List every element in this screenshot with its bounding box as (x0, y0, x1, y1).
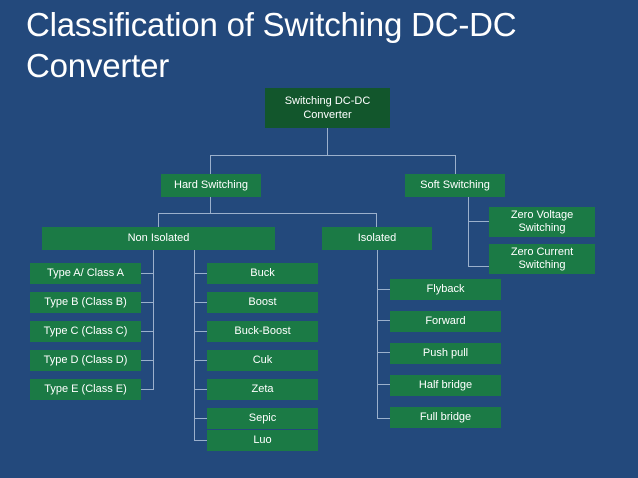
node-forward[interactable]: Forward (390, 311, 501, 332)
connector-hard-switching-stem (210, 197, 211, 213)
connector-zero-voltage-switching (468, 221, 489, 222)
node-hard-switching[interactable]: Hard Switching (161, 174, 261, 197)
connector-luo (194, 440, 207, 441)
node-isolated[interactable]: Isolated (322, 227, 432, 250)
node-luo[interactable]: Luo (207, 430, 318, 451)
node-type-b-class-b[interactable]: Type B (Class B) (30, 292, 141, 313)
page-title: Classification of Switching DC-DC Conver… (26, 6, 517, 84)
connector-zero-current-switching (468, 266, 489, 267)
connector-root-stem (327, 128, 328, 155)
connector-sepic (194, 418, 207, 419)
node-buck-boost[interactable]: Buck-Boost (207, 321, 318, 342)
node-soft-switching[interactable]: Soft Switching (405, 174, 505, 197)
node-boost[interactable]: Boost (207, 292, 318, 313)
connector-buck-boost (194, 331, 207, 332)
connector-boost (194, 302, 207, 303)
node-full-bridge[interactable]: Full bridge (390, 407, 501, 428)
connector-classes-spine (153, 250, 154, 389)
connector-buck (194, 273, 207, 274)
connector-hard-switching-drop (210, 155, 211, 175)
node-cuk[interactable]: Cuk (207, 350, 318, 371)
node-type-a-class-a[interactable]: Type A/ Class A (30, 263, 141, 284)
node-push-pull[interactable]: Push pull (390, 343, 501, 364)
node-non-isolated[interactable]: Non Isolated (42, 227, 275, 250)
connector-cuk (194, 360, 207, 361)
connector-level1-bar (210, 155, 456, 156)
connector-non-isolated-drop (158, 213, 159, 227)
connector-forward (377, 320, 390, 321)
connector-half-bridge (377, 384, 390, 385)
connector-soft-switching-spine (468, 197, 469, 267)
node-type-c-class-c[interactable]: Type C (Class C) (30, 321, 141, 342)
connector-class-a (141, 273, 154, 274)
connector-class-e (141, 389, 154, 390)
connector-hard-children-bar (158, 213, 376, 214)
node-zero-current-switching[interactable]: Zero Current Switching (489, 244, 595, 274)
connector-class-b (141, 302, 154, 303)
node-switching-dc-dc-converter[interactable]: Switching DC-DC Converter (265, 88, 390, 128)
node-half-bridge[interactable]: Half bridge (390, 375, 501, 396)
connector-topologies-spine (194, 250, 195, 440)
connector-full-bridge (377, 418, 390, 419)
node-flyback[interactable]: Flyback (390, 279, 501, 300)
node-sepic[interactable]: Sepic (207, 408, 318, 429)
connector-flyback (377, 289, 390, 290)
connector-push-pull (377, 352, 390, 353)
connector-soft-switching-drop (455, 155, 456, 175)
node-zeta[interactable]: Zeta (207, 379, 318, 400)
connector-isolated-drop (376, 213, 377, 227)
node-buck[interactable]: Buck (207, 263, 318, 284)
node-zero-voltage-switching[interactable]: Zero Voltage Switching (489, 207, 595, 237)
connector-isolated-spine (377, 250, 378, 418)
connector-zeta (194, 389, 207, 390)
connector-class-c (141, 331, 154, 332)
node-type-d-class-d[interactable]: Type D (Class D) (30, 350, 141, 371)
connector-class-d (141, 360, 154, 361)
node-type-e-class-e[interactable]: Type E (Class E) (30, 379, 141, 400)
